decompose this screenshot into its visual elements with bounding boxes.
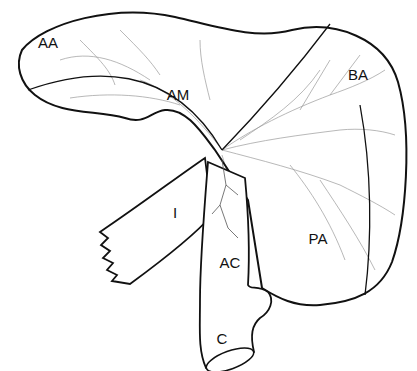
part-label: AM: [167, 87, 190, 102]
region-line: [222, 24, 330, 150]
part-label: AA: [38, 35, 58, 50]
colon-opening: [203, 343, 256, 371]
region-line: [360, 105, 370, 295]
part-label: PA: [309, 231, 328, 246]
part-label: BA: [348, 67, 368, 82]
part-label: I: [173, 205, 177, 220]
intestine-outline: [100, 158, 212, 284]
mesenteric-vessels: [212, 160, 238, 238]
part-label: C: [217, 331, 228, 346]
part-label: AC: [220, 255, 241, 270]
region-line: [28, 76, 222, 150]
